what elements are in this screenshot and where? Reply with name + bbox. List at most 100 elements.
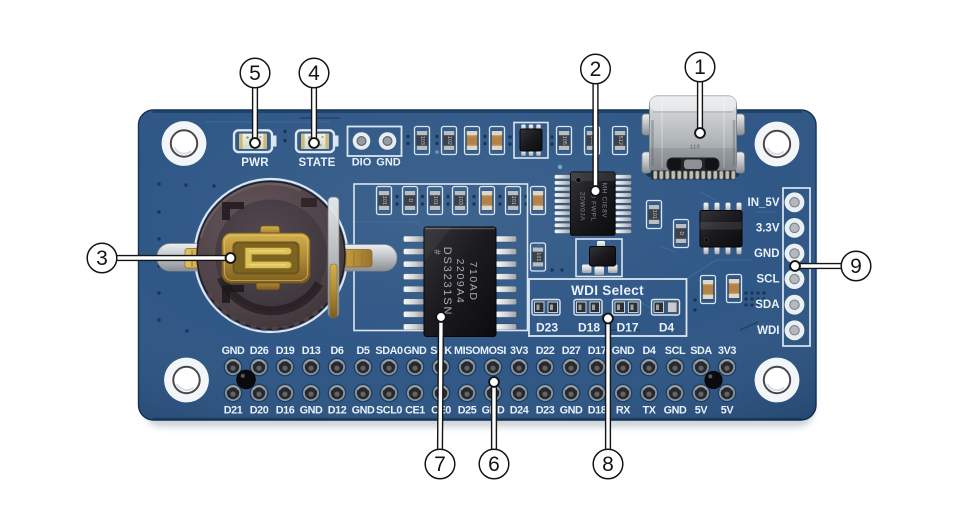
smd-cap (481, 205, 493, 210)
via (420, 202, 425, 206)
gpio-highlight (669, 360, 681, 365)
side-header-pin: GND (754, 243, 805, 264)
ic-pin (615, 216, 632, 222)
copper-traces (205, 117, 776, 331)
ds3231-hash-text: # (432, 249, 442, 254)
smd-cap (429, 191, 441, 196)
smd-code: D (678, 232, 684, 236)
battery-holder (156, 180, 398, 332)
ic-pin (554, 180, 571, 186)
gpio-label-bottom: D21 (224, 405, 243, 417)
smd-outline (504, 185, 522, 216)
gpio-highlight (461, 360, 473, 365)
pin1-dot (703, 237, 709, 243)
gpio-reflection (542, 391, 548, 397)
ic-pin (554, 229, 571, 234)
smd-capacitor (725, 273, 743, 304)
gpio-label-top: 3V3 (510, 345, 528, 357)
via (483, 134, 487, 139)
gpio-reflection (360, 365, 366, 371)
gpio-label-bottom: D23 (536, 405, 555, 417)
smd-outline (451, 185, 469, 216)
gpio-reflection (672, 365, 678, 371)
smd-outline (463, 125, 481, 156)
gpio-highlight (539, 386, 551, 391)
smd-code: 102 (446, 136, 452, 145)
smd-cap (614, 145, 626, 150)
gpio-highlight (253, 360, 265, 365)
smd-resistor: 103 (451, 185, 469, 216)
soic8-body (699, 210, 743, 248)
gpio-highlight (617, 386, 629, 391)
mounting-hole (754, 357, 800, 403)
soic8-ic (699, 202, 743, 255)
side-header-label: IN_5V (748, 197, 780, 209)
jumper-pad-glint (617, 304, 620, 310)
gpio-reflection (308, 391, 314, 397)
via-light (435, 150, 439, 154)
smd-outline (645, 199, 663, 230)
gpio-label-top: GND (612, 345, 635, 357)
via (750, 291, 754, 295)
ds3231-hash: # (432, 249, 442, 254)
usb-highlight (661, 100, 725, 168)
gpio-label-bottom: TX (643, 405, 657, 417)
smd-resistor: 101 (645, 199, 663, 230)
smd-resistor: 512 (611, 125, 629, 156)
ds3231-text: DS3231SN (441, 247, 453, 316)
gpio-highlight (357, 360, 369, 365)
gpio-highlight (721, 360, 733, 365)
wdi-option-label: D17 (616, 321, 638, 335)
gpio-label-top: D4 (642, 345, 655, 357)
mount-shading (766, 147, 785, 156)
ic-pin (403, 235, 425, 243)
gpio-highlight (461, 386, 473, 391)
smd-cap-center (466, 136, 478, 145)
via (435, 134, 439, 139)
smd-resistor: 102 (440, 125, 458, 156)
smd-code: 512 (617, 136, 623, 145)
smd-cap (507, 191, 519, 196)
wdi-option-label: D4 (659, 321, 675, 335)
smd-code: 101 (381, 196, 387, 205)
smd-resistor: 103 (413, 125, 431, 156)
smd-cap-center (532, 196, 544, 205)
power-ic-text: 2DW0JA (579, 192, 586, 221)
smd-resistor: D (401, 185, 419, 216)
smd-code-wrap: 101 (432, 196, 438, 205)
gpio-reflection (594, 391, 600, 397)
led-contact (239, 133, 243, 149)
via (157, 237, 161, 241)
ic-pin (615, 223, 632, 228)
gpio-highlight (331, 360, 343, 365)
via (212, 184, 216, 188)
callout-dot (602, 312, 614, 325)
spacer-body (236, 369, 256, 390)
gpio-label-bottom: D24 (510, 405, 529, 417)
gpio-header: GNDD21D26D20D19D16D13GNDD6D12D5GNDSDA0SC… (222, 345, 737, 417)
ic-pin (554, 216, 571, 222)
callout-dot (694, 127, 706, 139)
smd-capacitor (529, 185, 547, 216)
callout-number: 9 (850, 255, 862, 278)
callout-1-usb-c-port: 1 (684, 51, 716, 139)
holder-notch (222, 285, 244, 303)
gpio-label-bottom: D18 (588, 405, 607, 417)
gpio-label-top: SDA0 (375, 345, 403, 357)
spacer-body (704, 370, 723, 389)
smd-cap (532, 247, 544, 252)
smd-cap (416, 131, 428, 136)
gpio-label-bottom: D25 (458, 405, 477, 417)
side-header-pin: 3.3V (756, 218, 805, 238)
via-light (557, 164, 563, 170)
callout-5-pwr-led: 5 (239, 57, 271, 149)
via (157, 318, 161, 322)
dio-label: DIO (352, 157, 372, 169)
gpio-reflection (282, 365, 288, 371)
via (420, 194, 425, 199)
trace-dark (739, 321, 759, 331)
